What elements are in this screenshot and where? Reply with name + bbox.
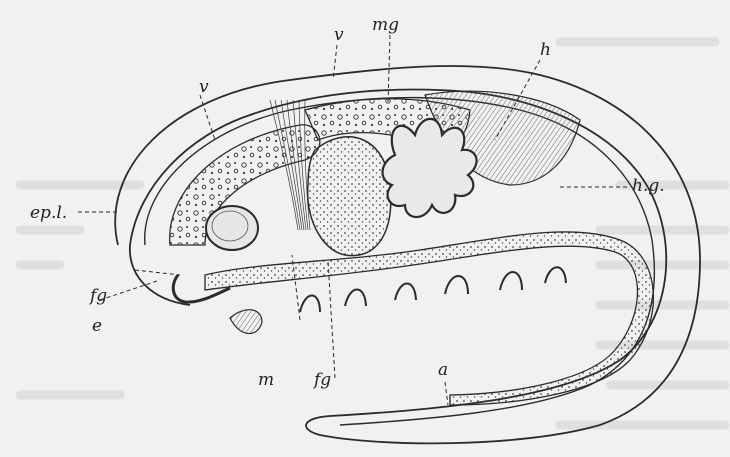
label-fg-left: fg <box>90 288 107 305</box>
midgut-folds <box>383 119 477 217</box>
central-yolk-mass <box>308 137 391 256</box>
label-e: e <box>92 318 102 335</box>
label-h: h <box>540 42 551 59</box>
mouth-fold <box>230 310 262 334</box>
label-epl: ep.l. <box>30 205 67 222</box>
label-v-top: v <box>334 27 344 44</box>
label-m: m <box>258 372 274 389</box>
label-v-left: v <box>199 79 209 96</box>
label-hg: h.g. <box>632 178 665 195</box>
label-a: a <box>438 362 448 379</box>
eye-sphere <box>206 206 258 250</box>
label-mg: mg <box>372 17 399 34</box>
label-fg-bottom: fg <box>314 372 331 389</box>
